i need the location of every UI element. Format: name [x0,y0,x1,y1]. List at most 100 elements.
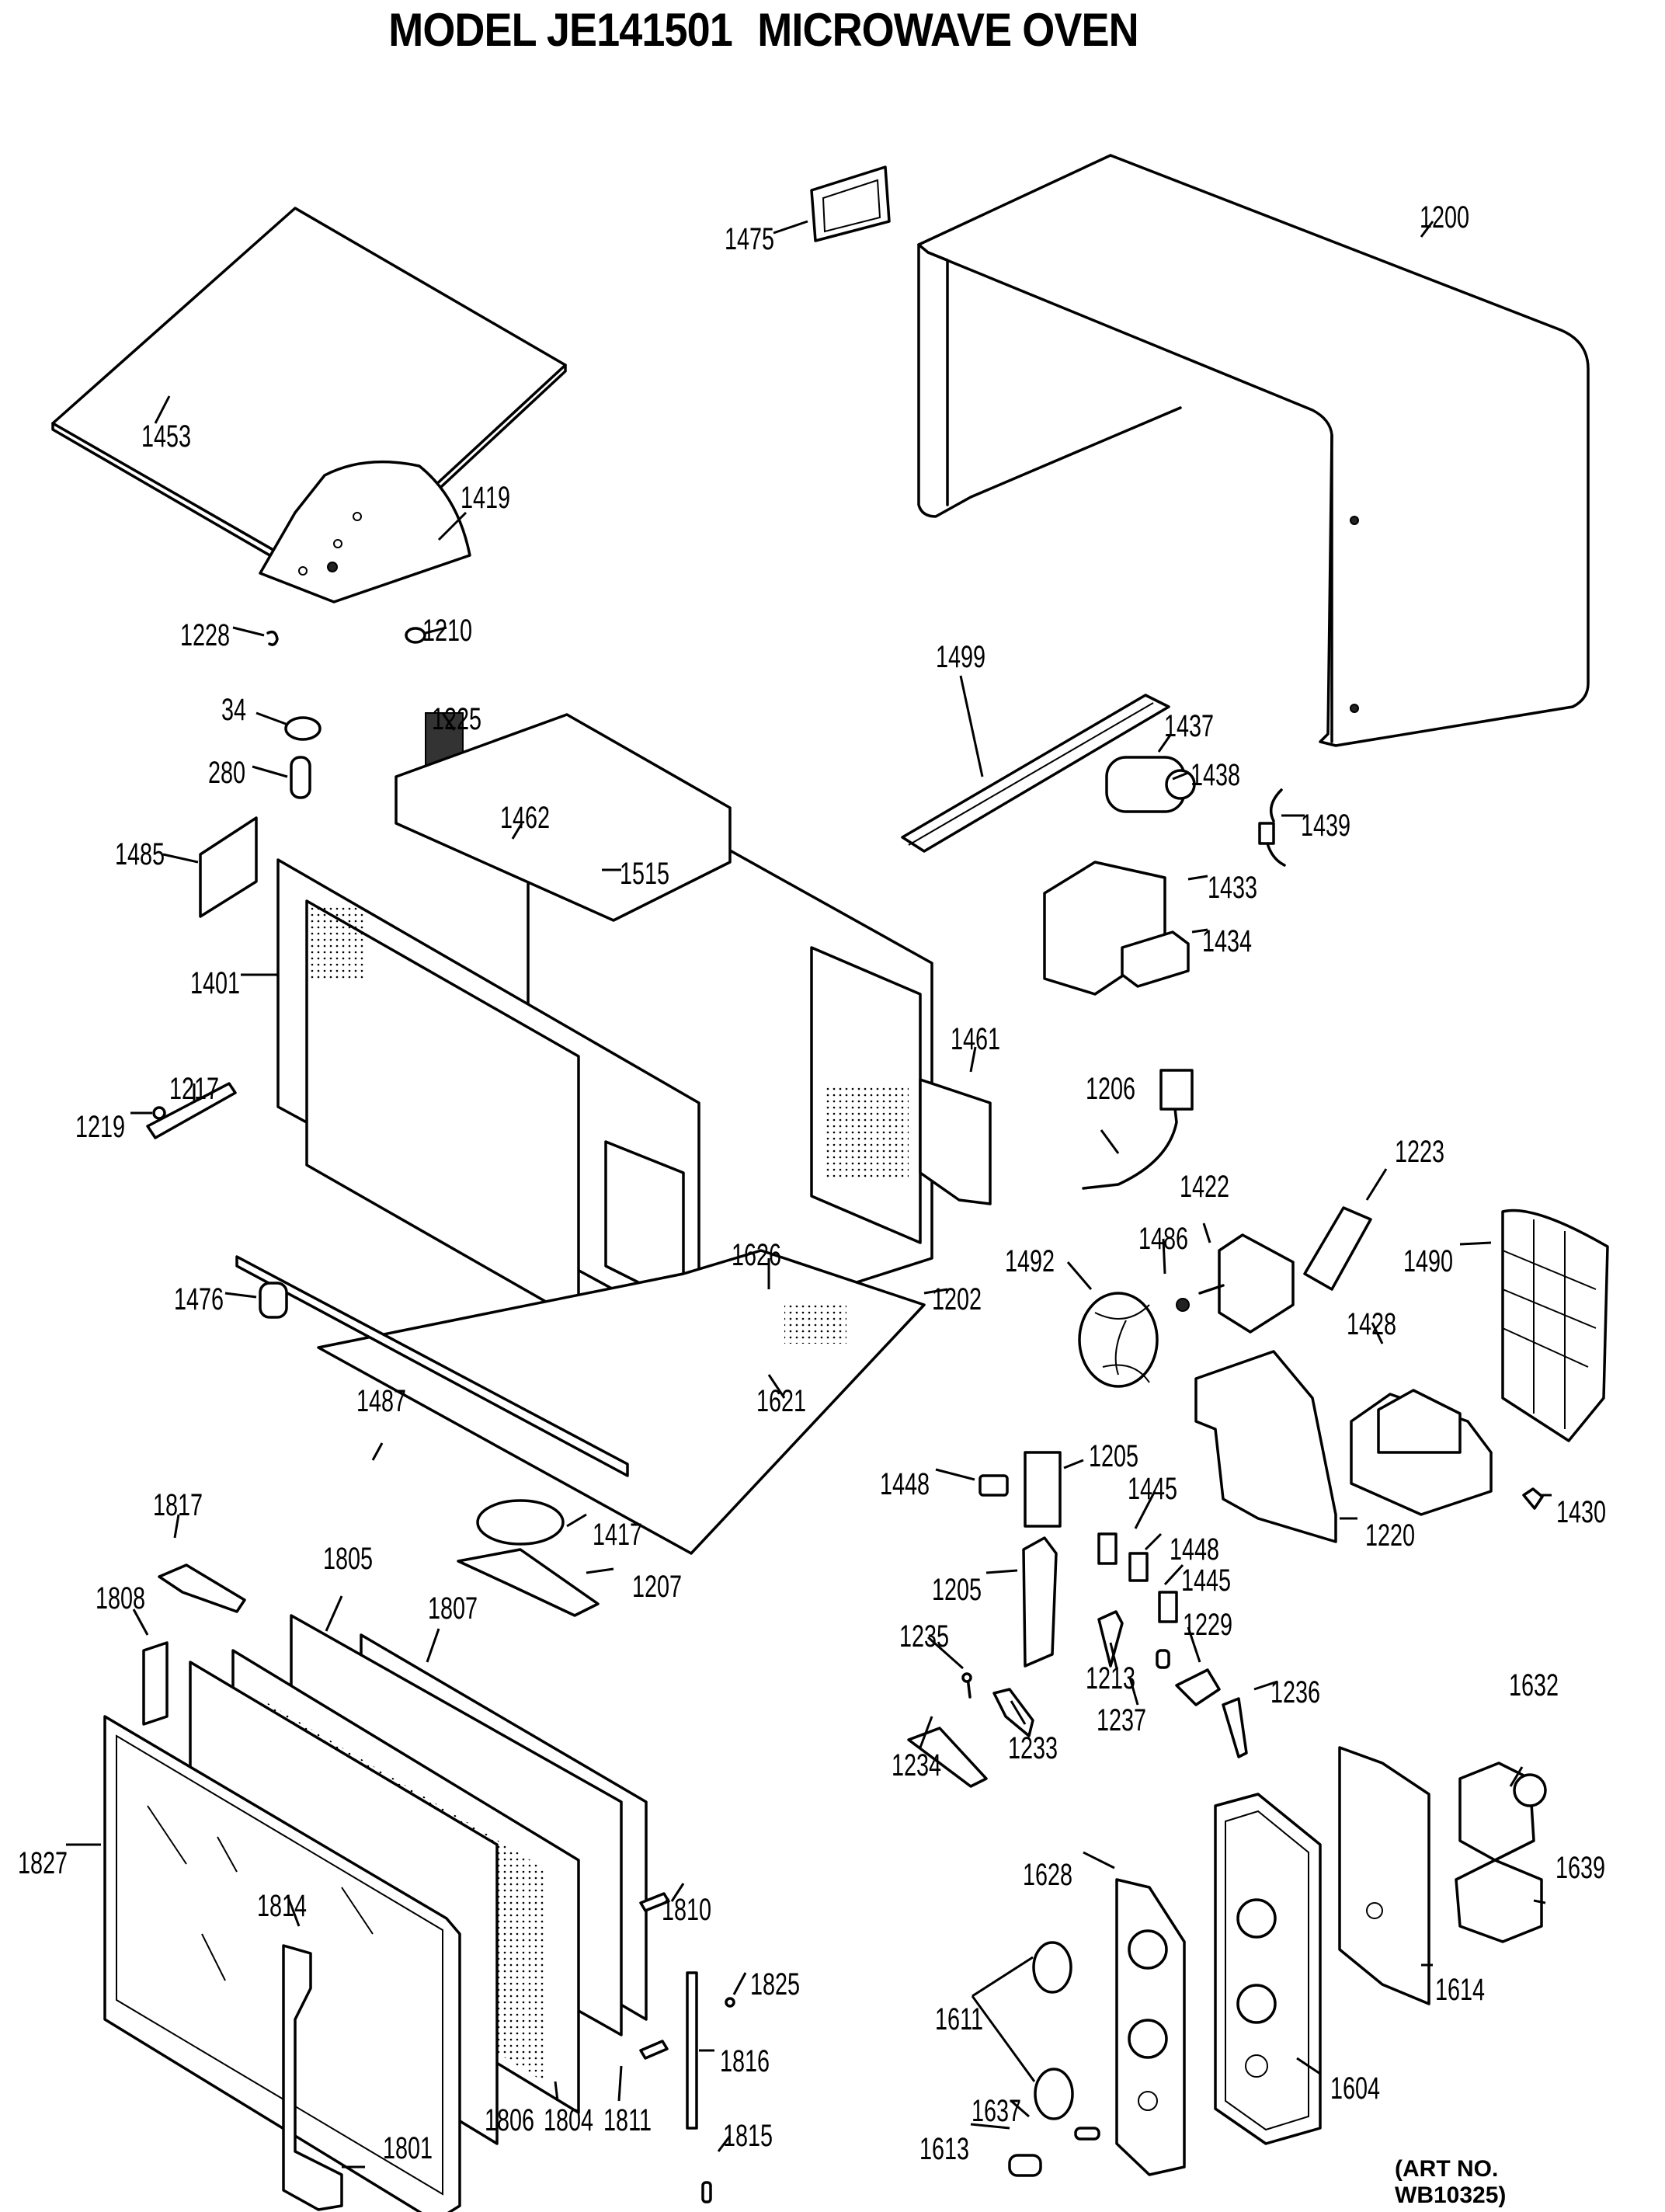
part-1233-latch-lever [992,1688,1034,1737]
part-1237-spring [1156,1649,1170,1669]
label-1604: 1604 [1330,2071,1381,2106]
label-1827: 1827 [17,1846,68,1880]
label-1487: 1487 [356,1384,407,1418]
label-1438: 1438 [1190,758,1241,792]
label-1804: 1804 [543,2103,594,2137]
label-1462: 1462 [499,801,551,835]
part-1487-base-trim [235,1255,629,1477]
part-1611-knob-upper [1032,1941,1072,1994]
label-1806: 1806 [484,2103,535,2137]
label-1417: 1417 [592,1518,643,1552]
label-1205: 1205 [1088,1439,1139,1473]
label-1485: 1485 [114,837,165,871]
label-1476: 1476 [173,1282,224,1316]
label-1613: 1613 [919,2132,970,2166]
label-1816: 1816 [719,2044,770,2078]
label-1228: 1228 [179,618,231,652]
label-1434: 1434 [1201,924,1253,958]
label-1817: 1817 [152,1488,203,1522]
part-1235-pin [961,1672,972,1699]
part-1499-rail [901,694,1170,853]
label-1445-second: 1445 [1180,1563,1232,1598]
label-1220: 1220 [1364,1518,1416,1553]
label-1223: 1223 [1394,1135,1445,1169]
label-1401: 1401 [189,966,241,1000]
label-1628: 1628 [1022,1858,1073,1892]
part-280-bulb [290,756,311,799]
part-1428-magnetron [1350,1389,1493,1516]
label-1475: 1475 [724,222,775,256]
part-1628-insert [1115,1878,1186,2176]
part-1439-diode [1258,788,1286,867]
part-1433-transformer [1043,861,1190,996]
part-1817-door-hinge [158,1563,246,1613]
part-1217-hinge-plate [146,1082,237,1139]
part-1220-air-duct [1194,1350,1337,1543]
part-1228-clip [266,630,279,646]
label-1810: 1810 [661,1893,712,1927]
part-1438-capacitor [1105,756,1196,813]
label-1210: 1210 [422,614,473,648]
part-1422-fan-motor [1198,1233,1295,1334]
part-1810-latch-upper [639,1892,670,1912]
label-1461: 1461 [950,1022,1001,1056]
product-label: MICROWAVE OVEN [757,4,1138,56]
part-1219-screw [152,1106,166,1120]
part-1445b-switch [1158,1591,1178,1623]
part-1485-cover-plate [199,816,258,918]
part-1213-lever [1097,1610,1124,1668]
part-1205-latch-assembly [1024,1451,1062,1528]
label-1805: 1805 [322,1542,374,1576]
part-1490-air-guide [1501,1209,1609,1442]
part-1815-spring [701,2181,712,2203]
part-1637-spring [1074,2127,1100,2141]
label-1445: 1445 [1127,1472,1178,1506]
label-1825: 1825 [749,1967,801,2002]
part-1613-push-button [1008,2154,1042,2177]
label-1433: 1433 [1207,871,1258,905]
label-1202: 1202 [931,1282,982,1316]
label-1611: 1611 [935,2002,983,2036]
part-1492-fan-blade [1078,1292,1159,1388]
part-1417-stirrer-motor [476,1499,565,1546]
part-1419-stirrer-cover [259,460,471,603]
part-1207-motor-mount [457,1548,600,1617]
leader-lines [66,220,1552,2169]
part-1445-switch [1097,1532,1118,1565]
label-1801: 1801 [382,2131,433,2165]
part-1814-door-handle [282,1944,343,2211]
label-1808: 1808 [95,1581,146,1616]
label-1632: 1632 [1508,1668,1559,1702]
part-1811-latch-lower [639,2040,669,2060]
label-1815: 1815 [722,2119,773,2153]
part-1223-motor-bracket [1303,1206,1372,1291]
part-1475-lamp-cover [810,165,891,242]
label-1229: 1229 [1182,1608,1233,1642]
label-1814: 1814 [256,1889,308,1923]
part-1206-power-cord [1082,1069,1194,1190]
label-1626: 1626 [731,1238,782,1272]
label-1439: 1439 [1300,809,1351,843]
label-1811: 1811 [603,2103,652,2137]
label-1235: 1235 [899,1619,950,1654]
part-1476-foot [259,1282,288,1319]
label-1515: 1515 [619,857,670,891]
label-1448: 1448 [879,1467,930,1501]
label-1614: 1614 [1434,1973,1486,2007]
label-1419: 1419 [460,481,511,515]
label-1213: 1213 [1085,1661,1136,1696]
label-1437: 1437 [1163,709,1215,743]
label-1428: 1428 [1346,1307,1397,1341]
label-1490: 1490 [1403,1244,1454,1278]
label-1637: 1637 [971,2094,1022,2128]
part-1604-control-panel [1214,1793,1322,2145]
label-1206: 1206 [1085,1072,1136,1106]
part-1205b-latch-assembly [1022,1536,1058,1668]
part-1816-latch-bar [686,1971,698,2130]
part-34-lamp-socket [284,716,322,741]
part-1202-base-plate [317,1249,926,1555]
part-1210-nut [405,627,426,644]
part-1448-switch [978,1474,1009,1497]
